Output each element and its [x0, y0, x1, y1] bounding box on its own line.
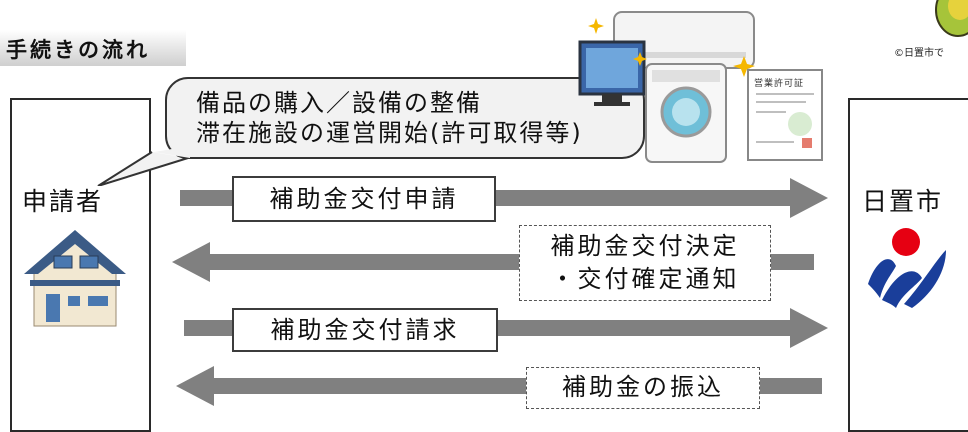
house-icon — [24, 230, 126, 327]
permit-certificate-title: 営業許可証 — [754, 79, 805, 89]
copyright-text: ©日置市で — [894, 48, 944, 59]
flow-4-label: 補助金の振込 — [526, 367, 760, 409]
flow-3-arrow — [184, 308, 828, 348]
bubble-line-1: 備品の購入／設備の整備 — [196, 89, 482, 117]
bubble-text: 備品の購入／設備の整備 滞在施設の運営開始(許可取得等) — [196, 88, 583, 148]
flow-2-label-line-2: ・交付確定通知 — [550, 265, 740, 293]
mascot-icon — [935, 0, 968, 37]
flow-1-arrow — [180, 178, 828, 218]
flow-4-arrow — [176, 366, 822, 406]
flow-3-label: 補助金交付請求 — [232, 308, 498, 352]
applicant-label: 申請者 — [22, 187, 104, 216]
flow-2-arrow — [172, 242, 814, 282]
equipment-illustration — [578, 11, 755, 163]
flow-arrows — [172, 178, 828, 406]
city-emblem-icon — [868, 228, 946, 308]
bubble-line-2: 滞在施設の運営開始(許可取得等) — [196, 119, 583, 147]
title-background — [0, 30, 186, 66]
flow-1-label: 補助金交付申請 — [232, 176, 496, 222]
permit-certificate-icon — [747, 69, 823, 161]
speech-bubble — [97, 77, 645, 186]
flow-2-label: 補助金交付決定 ・交付確定通知 — [519, 225, 771, 301]
flow-2-label-line-1: 補助金交付決定 — [550, 232, 740, 260]
page-title: 手続きの流れ — [6, 38, 150, 62]
city-label: 日置市 — [862, 187, 944, 216]
